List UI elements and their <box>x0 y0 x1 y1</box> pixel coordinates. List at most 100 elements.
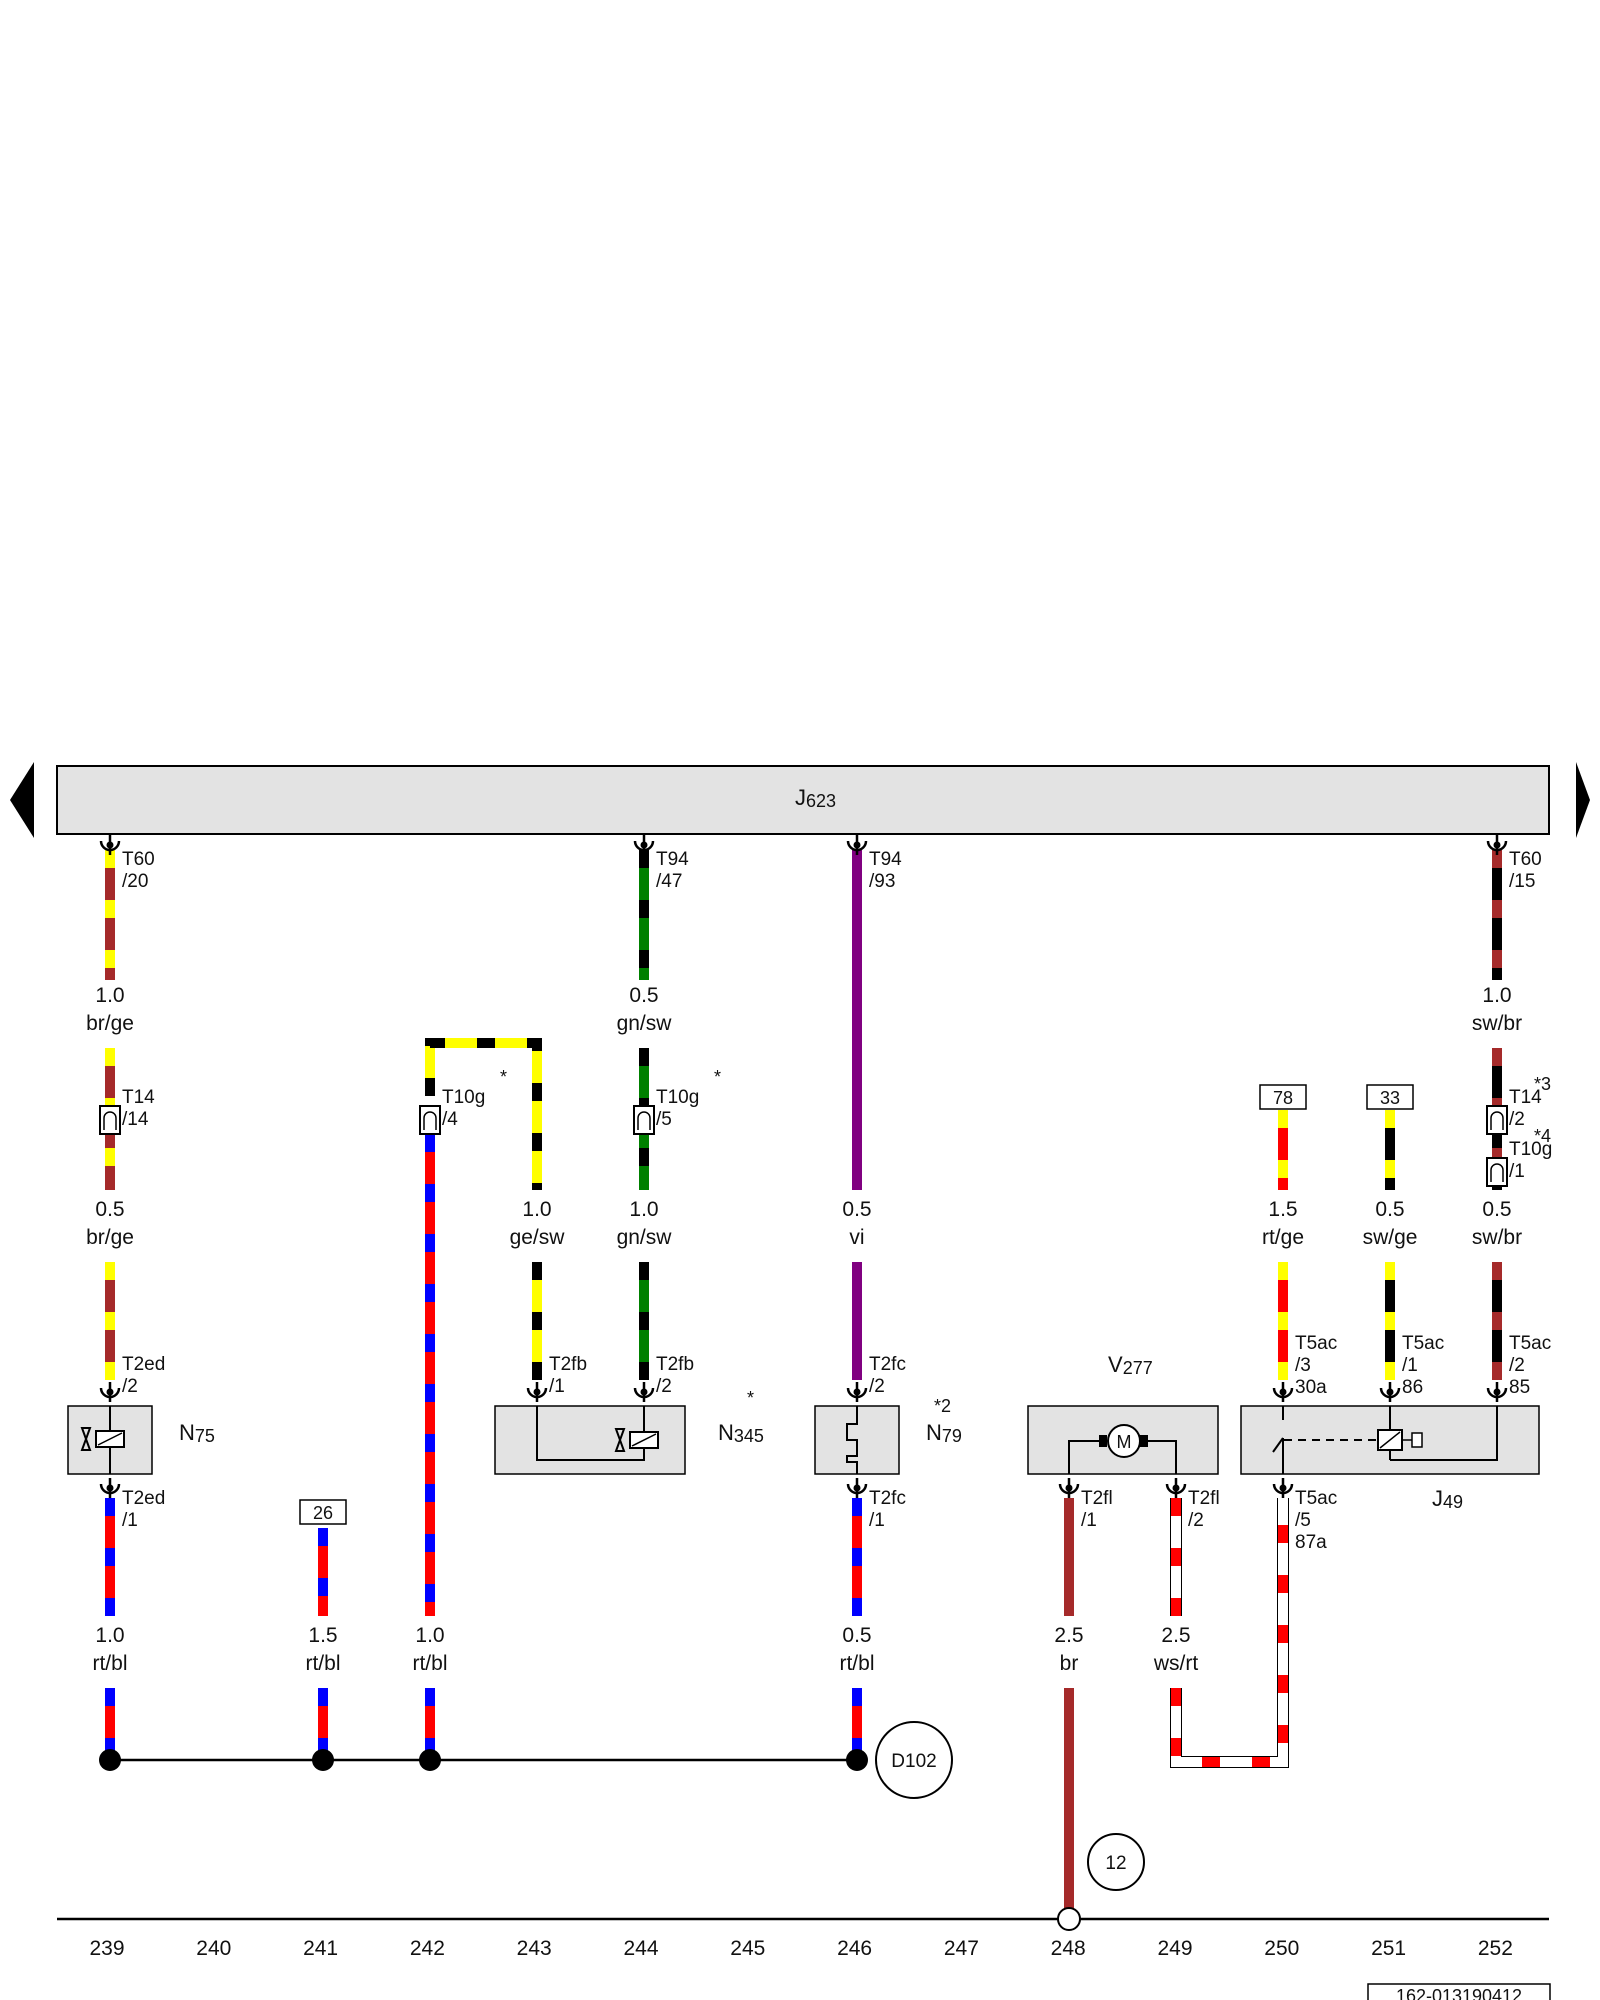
connector-label: T60 <box>1509 849 1542 870</box>
wire-label-background <box>817 1622 897 1674</box>
wire-size-label: 0.5 <box>842 1198 871 1221</box>
footnote-marker: * <box>500 1067 507 1087</box>
connector-label: 85 <box>1509 1377 1530 1398</box>
wire-label-background <box>1457 1196 1537 1248</box>
component-v277: M <box>1027 1405 1219 1475</box>
component-n75 <box>67 1405 153 1475</box>
wire-size-label: 1.5 <box>308 1624 337 1647</box>
current-path-number: 249 <box>1157 1937 1192 1960</box>
connector-label: T14 <box>122 1087 155 1108</box>
current-path-number: 246 <box>837 1937 872 1960</box>
wire-size-label: 0.5 <box>629 984 658 1007</box>
splice-dot <box>312 1749 334 1771</box>
wire-label-background <box>70 1196 150 1248</box>
connector-pin-dot <box>1172 1484 1180 1492</box>
inline-connector-mark <box>103 1111 117 1130</box>
footnote-marker: * <box>747 1388 754 1408</box>
connector-pin-dot <box>1493 841 1501 849</box>
wire-label-background <box>390 1622 470 1674</box>
splice-dot <box>846 1749 868 1771</box>
wire-color-label: rt/bl <box>92 1652 127 1675</box>
wire-label-background <box>70 1622 150 1674</box>
connector-label: /2 <box>1188 1510 1204 1531</box>
connector-label: T2ed <box>122 1488 165 1509</box>
connector-pin-dot <box>1493 1388 1501 1396</box>
inline-connector-icon <box>1486 1157 1508 1187</box>
connector-label: /1 <box>1509 1161 1525 1182</box>
earth-connection-12-icon <box>1087 1833 1145 1891</box>
current-path-number: 241 <box>303 1937 338 1960</box>
connector-label: T5ac <box>1295 1488 1337 1509</box>
current-path-number: 252 <box>1478 1937 1513 1960</box>
drawing-number: 162-013190412 <box>1396 1986 1522 2000</box>
connector-label: 30a <box>1295 1377 1327 1398</box>
connector-label: /3 <box>1295 1355 1311 1376</box>
connector-label: /5 <box>1295 1510 1311 1531</box>
reference-label: 78 <box>1273 1088 1293 1108</box>
wire-label-background <box>1136 1622 1216 1674</box>
wire-size-label: 1.0 <box>95 1624 124 1647</box>
wire-color-label: sw/br <box>1472 1226 1522 1249</box>
inline-connector-icon <box>633 1105 655 1135</box>
wire-color-label: vi <box>849 1226 864 1249</box>
connector-label: T2fc <box>869 1354 906 1375</box>
connector-label: /14 <box>122 1109 149 1130</box>
control-unit-bar <box>56 765 1550 835</box>
reference-box <box>299 1499 347 1525</box>
footnote-marker: *2 <box>934 1396 951 1416</box>
connector-pin-dot <box>106 841 114 849</box>
connector-label: 87a <box>1295 1532 1327 1553</box>
wire-color-label: rt/ge <box>1262 1226 1304 1249</box>
connector-label: T5ac <box>1509 1333 1551 1354</box>
connector-label: T2fb <box>549 1354 587 1375</box>
connector-label: T2fl <box>1081 1488 1113 1509</box>
wire-size-label: 0.5 <box>95 1198 124 1221</box>
connector-label: T2fb <box>656 1354 694 1375</box>
connector-pin-dot <box>106 1484 114 1492</box>
connector-pin-dot <box>640 1388 648 1396</box>
wire-size-label: 0.5 <box>1482 1198 1511 1221</box>
wire-color-label: br/ge <box>86 1226 134 1249</box>
wire-size-label: 0.5 <box>842 1624 871 1647</box>
drawing-number-box <box>1367 1983 1551 2000</box>
earth-point-icon <box>1057 1907 1081 1931</box>
wire-label-background <box>1350 1196 1430 1248</box>
next-page-arrow-icon[interactable] <box>1576 762 1590 838</box>
wire-label-background <box>817 1196 897 1248</box>
inline-connector-mark <box>423 1111 437 1130</box>
connector-pin-dot <box>853 841 861 849</box>
wire-color-label: sw/br <box>1472 1012 1522 1035</box>
reference-box <box>1366 1084 1414 1110</box>
current-path-number: 247 <box>944 1937 979 1960</box>
connector-pin-dot <box>1279 1484 1287 1492</box>
relay-switch-icon <box>1272 1437 1284 1453</box>
wire-size-label: 2.5 <box>1161 1624 1190 1647</box>
wire-size-label: 1.0 <box>629 1198 658 1221</box>
reference-label: 26 <box>313 1503 333 1523</box>
connector-label: /2 <box>656 1376 672 1397</box>
current-path-number: 250 <box>1264 1937 1299 1960</box>
connector-label: T5ac <box>1402 1333 1444 1354</box>
footnote-marker: *3 <box>1534 1074 1551 1094</box>
inline-connector-mark <box>1490 1163 1504 1182</box>
connector-label: T10g <box>656 1087 699 1108</box>
connector-label: /93 <box>869 871 895 892</box>
connector-label: T2fc <box>869 1488 906 1509</box>
connector-pin-dot <box>853 1388 861 1396</box>
wire-color-label: br/ge <box>86 1012 134 1035</box>
connector-label: 86 <box>1402 1377 1423 1398</box>
connector-label: T5ac <box>1295 1333 1337 1354</box>
earth-connection-label: 12 <box>1105 1853 1126 1874</box>
connector-label: T60 <box>122 849 155 870</box>
wire-stripe-rt <box>1171 1498 1288 1767</box>
connector-label: T2ed <box>122 1354 165 1375</box>
component-n79-label: N79 <box>926 1420 962 1446</box>
wires-layer <box>99 835 1508 1908</box>
inline-connector-icon <box>419 1105 441 1135</box>
previous-page-arrow-icon[interactable] <box>10 762 34 838</box>
connector-label: T94 <box>869 849 902 870</box>
connector-label: /2 <box>122 1376 138 1397</box>
wire-color-label: gn/sw <box>617 1226 673 1249</box>
inline-connector-icon <box>1486 1105 1508 1135</box>
